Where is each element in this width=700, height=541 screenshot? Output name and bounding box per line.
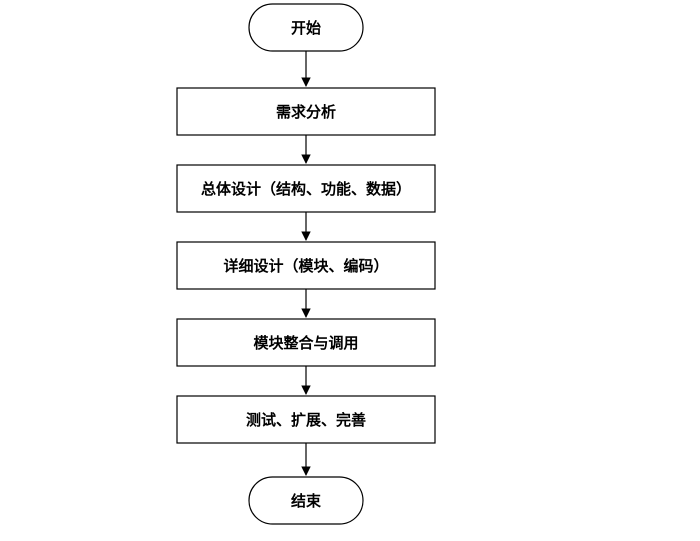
end-node: 结束 <box>248 476 364 525</box>
process-step-5: 测试、扩展、完善 <box>176 395 436 444</box>
step-4-label: 模块整合与调用 <box>253 334 358 352</box>
process-step-2: 总体设计（结构、功能、数据） <box>176 164 436 213</box>
step-5-label: 测试、扩展、完善 <box>246 411 366 429</box>
process-step-3: 详细设计（模块、编码） <box>176 241 436 290</box>
step-1-label: 需求分析 <box>276 103 336 121</box>
process-step-4: 模块整合与调用 <box>176 318 436 367</box>
step-3-label: 详细设计（模块、编码） <box>223 257 388 275</box>
step-2-label: 总体设计（结构、功能、数据） <box>201 180 411 198</box>
start-label: 开始 <box>291 19 321 37</box>
start-node: 开始 <box>248 3 364 52</box>
end-label: 结束 <box>291 492 322 510</box>
process-step-1: 需求分析 <box>176 87 436 136</box>
